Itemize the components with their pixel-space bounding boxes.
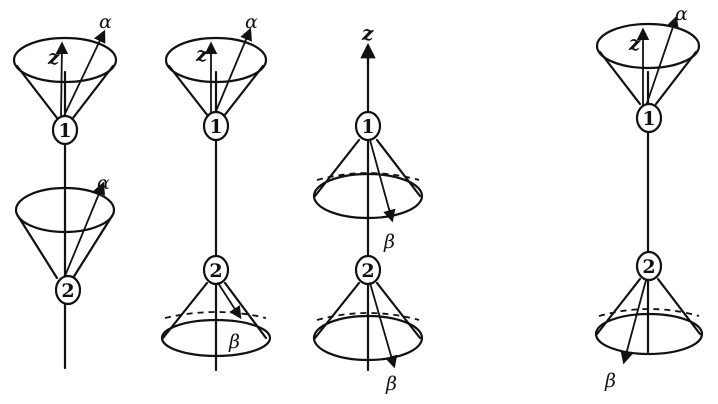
- particle-2-node: 2: [354, 254, 382, 286]
- svg-text:2: 2: [642, 256, 655, 278]
- spin-label-beta: β: [228, 331, 240, 353]
- axis-label-z: z: [195, 42, 208, 66]
- panel-1: z α 1 α 2: [12, 11, 118, 370]
- cone-particle-2-beta: β: [160, 281, 272, 358]
- svg-text:2: 2: [361, 260, 374, 282]
- cone-particle-1-alpha: z α: [164, 11, 268, 118]
- particle-1-node: 1: [202, 110, 230, 142]
- particle-2-node: 2: [635, 250, 663, 282]
- axis-label-z: z: [47, 45, 60, 69]
- axis-label-z: z: [361, 21, 374, 45]
- svg-text:2: 2: [209, 260, 222, 282]
- spin-label-beta: β: [383, 231, 395, 253]
- panel-2: z α 1 2 β: [160, 11, 272, 372]
- svg-text:1: 1: [58, 120, 71, 142]
- cone-particle-2-beta: β: [312, 281, 424, 395]
- particle-2-node: 2: [202, 254, 230, 286]
- svg-text:1: 1: [361, 116, 374, 138]
- cone-particle-1-alpha: z α: [12, 11, 118, 120]
- panel-3: z 1 β 2 β: [312, 21, 424, 395]
- axis-label-z: z: [628, 31, 641, 55]
- svg-text:1: 1: [209, 116, 222, 138]
- particle-1-node: 1: [635, 102, 663, 134]
- spin-label-beta: β: [385, 373, 397, 395]
- panel-4: z α 1 2 β: [594, 3, 704, 392]
- spin-label-alpha: α: [99, 11, 112, 33]
- cone-particle-1-alpha: z α: [595, 3, 701, 107]
- spin-label-alpha: α: [97, 172, 110, 194]
- cone-particle-2-beta: β: [594, 277, 704, 392]
- spin-label-beta: β: [604, 370, 616, 392]
- svg-text:1: 1: [642, 108, 655, 130]
- particle-2-node: 2: [54, 274, 82, 306]
- cone-particle-2-alpha: α: [14, 172, 116, 280]
- spin-label-alpha: α: [675, 3, 688, 25]
- cone-particle-1-beta: β: [312, 138, 424, 253]
- particle-1-node: 1: [354, 110, 382, 142]
- particle-1-node: 1: [51, 114, 79, 146]
- spin-label-alpha: α: [245, 11, 258, 33]
- svg-text:2: 2: [61, 280, 74, 302]
